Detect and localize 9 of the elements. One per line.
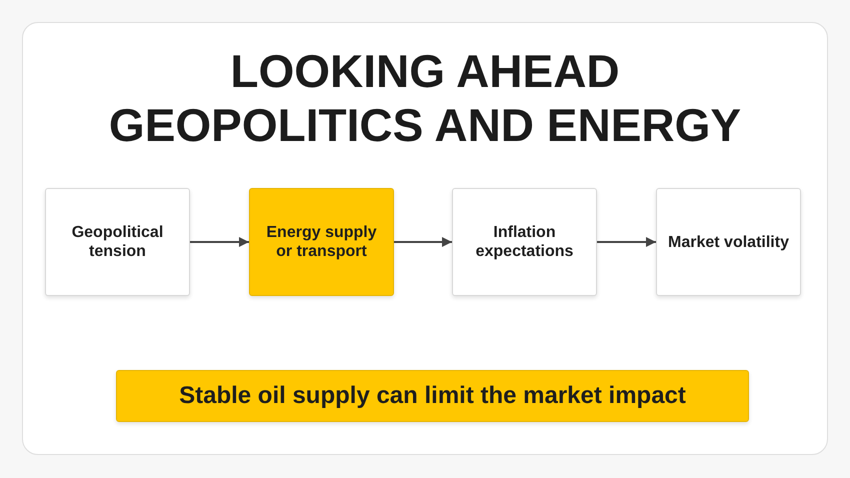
title: LOOKING AHEAD GEOPOLITICS AND ENERGY xyxy=(108,44,742,152)
highlighted-process-box: Energy supply or transport xyxy=(249,188,394,296)
arrow xyxy=(190,237,249,247)
process-box: Market volatility xyxy=(656,188,801,296)
arrow xyxy=(597,237,656,247)
callout-banner: Stable oil supply can limit the market impact xyxy=(116,370,749,422)
process-box: Inflation expectations xyxy=(452,188,597,296)
arrow xyxy=(394,237,452,247)
process-box: Geopolitical tension xyxy=(45,188,190,296)
